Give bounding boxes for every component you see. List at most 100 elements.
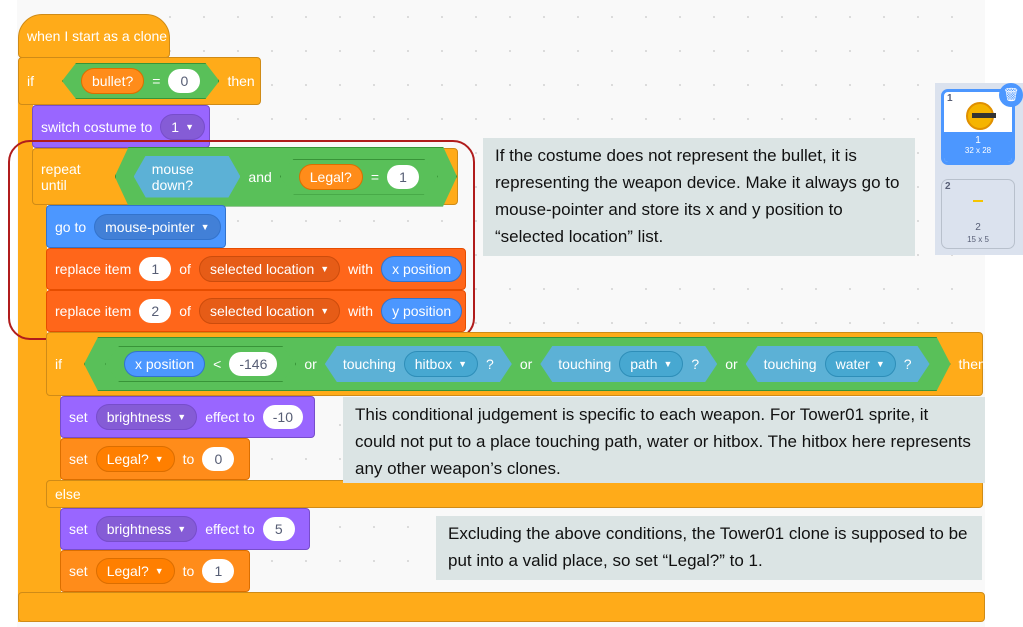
equals-operator[interactable]: bullet? = 0 <box>62 63 219 99</box>
chevron-down-icon: ▼ <box>154 566 164 576</box>
value: water <box>835 356 870 372</box>
label: to <box>182 451 195 467</box>
if-block[interactable]: if bullet?=0 then <box>18 57 261 105</box>
hat-label: when I start as a clone <box>27 28 168 44</box>
of-label: of <box>179 261 191 277</box>
else-row: else <box>46 480 983 508</box>
value: hitbox <box>414 356 453 372</box>
value-input[interactable]: 0 <box>202 447 235 471</box>
value-input[interactable]: 5 <box>262 517 295 541</box>
label: set <box>69 521 88 537</box>
set-variable-block-2[interactable]: set Legal?▼ to 1 <box>60 550 250 592</box>
chevron-down-icon: ▼ <box>200 221 210 232</box>
touching-path[interactable]: touching path ▼? <box>540 346 717 382</box>
q: ? <box>486 356 494 372</box>
or-operator[interactable]: x position<-146 or touching hitbox ▼? or t… <box>84 337 951 391</box>
and-operator[interactable]: mouse down? and Legal? = 1 <box>115 147 457 207</box>
set-effect-block-2[interactable]: set brightness▼ effect to 5 <box>60 508 310 550</box>
if-else-block[interactable]: if x position<-146 or touching hitbox ▼? o… <box>46 332 986 396</box>
label: go to <box>55 218 87 235</box>
costume-item-2[interactable]: 2 2 15 x 5 <box>941 179 1015 249</box>
list-dropdown[interactable]: selected location ▼ <box>198 298 341 324</box>
else-label: else <box>55 486 81 502</box>
x-position-reporter[interactable]: x position <box>124 351 205 377</box>
label: set <box>69 563 88 579</box>
equals-operator[interactable]: Legal? = 1 <box>280 159 438 195</box>
value: path <box>630 356 658 372</box>
effect-dropdown[interactable]: brightness▼ <box>95 516 198 542</box>
value: 1 <box>171 118 180 135</box>
set-variable-block-1[interactable]: set Legal?▼ to 0 <box>60 438 250 480</box>
touch-dropdown[interactable]: water ▼ <box>825 351 896 377</box>
chevron-down-icon: ▼ <box>320 264 330 274</box>
value-input[interactable]: 0 <box>168 69 200 93</box>
legal-reporter[interactable]: Legal? <box>299 164 363 190</box>
and-label: and <box>248 168 272 185</box>
target-dropdown[interactable]: mouse-pointer▼ <box>94 213 221 240</box>
of-label: of <box>179 303 191 319</box>
list-dropdown[interactable]: selected location▼ <box>198 256 341 282</box>
label: touching <box>763 356 817 372</box>
value-input[interactable]: 1 <box>387 165 419 189</box>
index-input[interactable]: 1 <box>139 257 172 281</box>
if-label: if <box>55 356 62 372</box>
costume-name: 1 <box>975 135 981 146</box>
op: = <box>370 168 379 185</box>
effect-dropdown[interactable]: brightness ▼ <box>95 404 198 430</box>
chevron-down-icon: ▼ <box>663 359 673 369</box>
chevron-down-icon: ▼ <box>875 359 885 369</box>
index-input[interactable]: 2 <box>139 299 172 323</box>
if-bottom <box>18 592 985 622</box>
chevron-down-icon: ▼ <box>177 524 187 534</box>
then-label: then <box>958 356 986 372</box>
value-input[interactable]: 1 <box>202 559 235 583</box>
delete-costume-icon[interactable]: 🗑 <box>999 83 1023 107</box>
bullet-reporter[interactable]: bullet? <box>81 68 144 94</box>
go-to-block[interactable]: go to mouse-pointer▼ <box>46 205 226 248</box>
annotation-3: Excluding the above conditions, the Towe… <box>436 516 982 580</box>
chevron-down-icon: ▼ <box>320 306 330 316</box>
costume-size: 15 x 5 <box>967 235 989 244</box>
then-label: then <box>227 73 255 89</box>
or-label: or <box>725 356 738 372</box>
label: set <box>69 451 88 467</box>
value: brightness <box>106 409 172 425</box>
costume-dropdown[interactable]: 1▼ <box>160 113 205 140</box>
variable-dropdown[interactable]: Legal?▼ <box>95 558 175 584</box>
y-position-reporter[interactable]: y position <box>381 298 463 324</box>
op: = <box>152 73 161 89</box>
label: switch costume to <box>41 118 153 135</box>
chevron-down-icon: ▼ <box>458 359 468 369</box>
costume-number: 1 <box>947 93 953 104</box>
value: selected location <box>209 303 315 319</box>
costume-name: 2 <box>975 222 981 233</box>
costume-number: 2 <box>945 181 951 192</box>
touch-dropdown[interactable]: path ▼ <box>619 351 683 377</box>
chevron-down-icon: ▼ <box>154 454 164 464</box>
label: repeat until <box>41 160 81 193</box>
repeat-until-block[interactable]: repeat until mouse down? and Legal? = 1 <box>32 148 458 205</box>
or-label: or <box>304 356 317 372</box>
value-input[interactable]: -10 <box>262 405 303 429</box>
variable-dropdown[interactable]: Legal?▼ <box>95 446 175 472</box>
label: touching <box>558 356 612 372</box>
annotation-1: If the costume does not represent the bu… <box>483 138 915 256</box>
chevron-down-icon: ▼ <box>177 412 187 422</box>
label: effect to <box>205 521 255 537</box>
label: to <box>182 563 195 579</box>
mouse-down-reporter[interactable]: mouse down? <box>134 156 241 198</box>
touch-dropdown[interactable]: hitbox ▼ <box>404 351 478 377</box>
if-arm <box>18 100 33 622</box>
q: ? <box>691 356 700 372</box>
less-than-operator[interactable]: x position<-146 <box>105 346 296 382</box>
when-clone-hat[interactable]: when I start as a clone <box>18 14 170 58</box>
value-input[interactable]: -146 <box>229 352 277 376</box>
x-position-reporter[interactable]: x position <box>381 256 463 282</box>
